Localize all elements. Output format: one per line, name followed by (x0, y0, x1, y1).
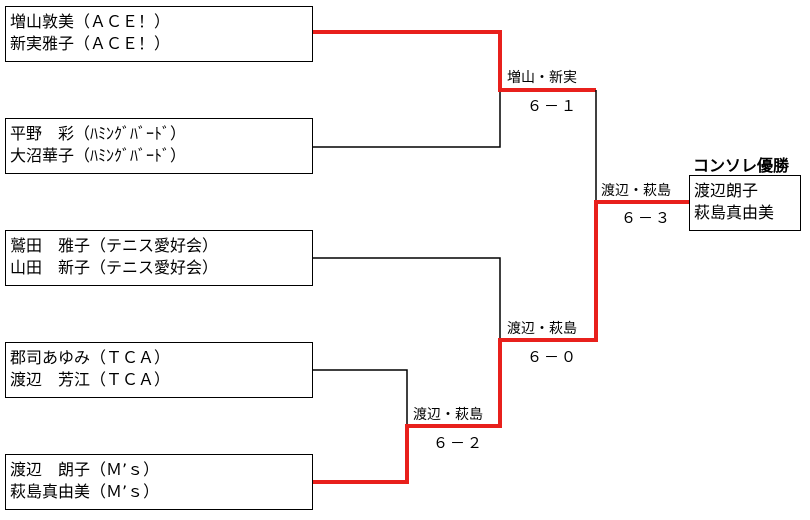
bracket-line-entry-5-winner (312, 200, 690, 484)
champion-player-2: 萩島真由美 (694, 203, 775, 222)
entry-3-player-1: 鷲田 雅子（テニス愛好会） (10, 236, 219, 255)
entry-4-player-2: 渡辺 芳江（ＴＣＡ） (10, 370, 171, 389)
bracket-line-entry-1 (312, 30, 596, 92)
entry-box-1: 増山敦美（ＡＣＥ！） 新実雅子（ＡＣＥ！） (5, 6, 313, 62)
champion-player-1: 渡辺朗子 (694, 181, 759, 200)
entry-4-player-1: 郡司あゆみ（ＴＣＡ） (10, 348, 171, 367)
match-3-winner-label: 渡辺・萩島 (507, 321, 577, 337)
entry-1-player-1: 増山敦美（ＡＣＥ！） (10, 12, 171, 31)
entry-box-3: 鷲田 雅子（テニス愛好会） 山田 新子（テニス愛好会） (5, 230, 313, 286)
champion-box: 渡辺朗子 萩島真由美 (689, 175, 801, 231)
entry-box-5: 渡辺 朗子（Ｍ’ｓ） 萩島真由美（Ｍ’ｓ） (5, 454, 313, 510)
match-2-score: ６－２ (433, 434, 485, 452)
entry-1-player-2: 新実雅子（ＡＣＥ！） (10, 34, 171, 53)
entry-2-player-2: 大沼華子（ﾊﾐﾝｸﾞﾊﾞｰﾄﾞ） (10, 146, 187, 165)
entry-box-2: 平野 彩（ﾊﾐﾝｸﾞﾊﾞｰﾄﾞ） 大沼華子（ﾊﾐﾝｸﾞﾊﾞｰﾄﾞ） (5, 118, 313, 174)
champion-title: コンソレ優勝 (693, 156, 790, 175)
match-4-winner-label: 渡辺・萩島 (601, 183, 671, 199)
entry-2-player-1: 平野 彩（ﾊﾐﾝｸﾞﾊﾞｰﾄﾞ） (10, 124, 187, 143)
bracket-line-entry-4 (312, 369, 408, 426)
match-3-score: ６－０ (527, 348, 579, 366)
bracket-line-entry-2 (312, 90, 501, 148)
match-1-score: ６－１ (527, 97, 579, 115)
entry-5-player-2: 萩島真由美（Ｍ’ｓ） (10, 482, 160, 501)
bracket-line-entry-3 (312, 257, 501, 340)
match-4-score: ６－３ (621, 209, 673, 227)
match-2-winner-label: 渡辺・萩島 (413, 407, 483, 423)
entry-3-player-2: 山田 新子（テニス愛好会） (10, 258, 219, 277)
entry-5-player-1: 渡辺 朗子（Ｍ’ｓ） (10, 460, 160, 479)
match-1-winner-label: 増山・新実 (507, 70, 577, 86)
entry-box-4: 郡司あゆみ（ＴＣＡ） 渡辺 芳江（ＴＣＡ） (5, 342, 313, 398)
